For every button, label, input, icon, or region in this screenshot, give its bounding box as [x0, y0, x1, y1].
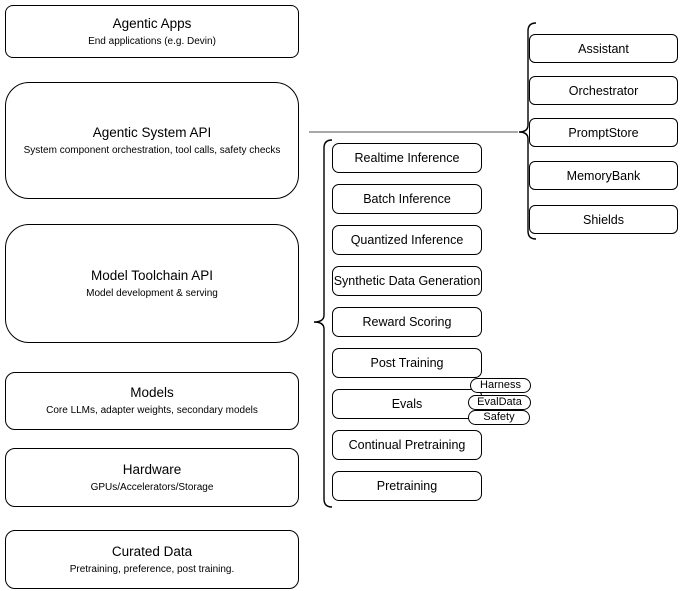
toolchain-item-label: Continual Pretraining: [348, 438, 466, 452]
curated-data-title: Curated Data: [111, 543, 193, 559]
system-components-brace: [518, 22, 537, 240]
component-label: MemoryBank: [566, 168, 641, 183]
model-toolchain-api-subtitle: Model development & serving: [86, 287, 218, 299]
toolchain-item-continual-pretraining: Continual Pretraining: [332, 430, 482, 460]
eval-tag-evaldata: EvalData: [468, 395, 531, 410]
toolchain-item-label: Realtime Inference: [354, 151, 460, 165]
model-toolchain-api-box: Model Toolchain API Model development & …: [5, 224, 299, 343]
toolchain-item-realtime-inference: Realtime Inference: [332, 143, 482, 173]
hardware-box: Hardware GPUs/Accelerators/Storage: [5, 448, 299, 507]
eval-tag-safety: Safety: [468, 410, 530, 425]
component-promptstore: PromptStore: [529, 118, 678, 147]
model-toolchain-api-title: Model Toolchain API: [90, 267, 214, 283]
agentic-apps-title: Agentic Apps: [112, 15, 192, 31]
agentic-system-api-box: Agentic System API System component orch…: [5, 82, 299, 199]
agentic-apps-box: Agentic Apps End applications (e.g. Devi…: [5, 5, 299, 58]
toolchain-item-label: Batch Inference: [363, 192, 451, 206]
toolchain-item-label: Reward Scoring: [362, 315, 452, 329]
toolchain-item-quantized-inference: Quantized Inference: [332, 225, 482, 255]
agentic-apps-subtitle: End applications (e.g. Devin): [88, 35, 216, 47]
models-subtitle: Core LLMs, adapter weights, secondary mo…: [46, 405, 258, 416]
curated-data-subtitle: Pretraining, preference, post training.: [69, 563, 235, 575]
toolchain-item-post-training: Post Training: [332, 348, 482, 378]
toolchain-item-label: Synthetic Data Generation: [333, 274, 481, 288]
toolchain-item-batch-inference: Batch Inference: [332, 184, 482, 214]
hardware-title: Hardware: [122, 461, 182, 477]
models-title: Models: [130, 385, 174, 400]
toolchain-item-label: Evals: [391, 397, 423, 411]
eval-tag-label: Harness: [480, 379, 521, 391]
toolchain-item-label: Post Training: [370, 356, 444, 370]
component-label: PromptStore: [568, 125, 639, 140]
component-shields: Shields: [529, 205, 678, 234]
toolchain-item-label: Quantized Inference: [350, 233, 464, 247]
component-label: Orchestrator: [568, 83, 639, 98]
eval-tag-label: EvalData: [477, 396, 522, 408]
eval-tag-label: Safety: [483, 411, 515, 423]
agentic-system-api-title: Agentic System API: [92, 124, 212, 140]
toolchain-item-reward-scoring: Reward Scoring: [332, 307, 482, 337]
component-label: Assistant: [578, 41, 629, 56]
hardware-subtitle: GPUs/Accelerators/Storage: [90, 481, 214, 493]
component-label: Shields: [583, 212, 624, 227]
eval-tag-harness: Harness: [470, 378, 531, 393]
component-assistant: Assistant: [529, 34, 678, 63]
component-orchestrator: Orchestrator: [529, 76, 678, 105]
models-box: Models Core LLMs, adapter weights, secon…: [5, 372, 299, 430]
toolchain-item-label: Pretraining: [376, 479, 438, 493]
toolchain-item-evals: Evals: [332, 389, 482, 419]
toolchain-item-pretraining: Pretraining: [332, 471, 482, 501]
toolchain-brace: [313, 139, 333, 508]
agentic-system-api-subtitle: System component orchestration, tool cal…: [23, 144, 281, 156]
curated-data-box: Curated Data Pretraining, preference, po…: [5, 530, 299, 589]
component-memorybank: MemoryBank: [529, 161, 678, 190]
toolchain-item-synthetic-data-generation: Synthetic Data Generation: [332, 266, 482, 296]
